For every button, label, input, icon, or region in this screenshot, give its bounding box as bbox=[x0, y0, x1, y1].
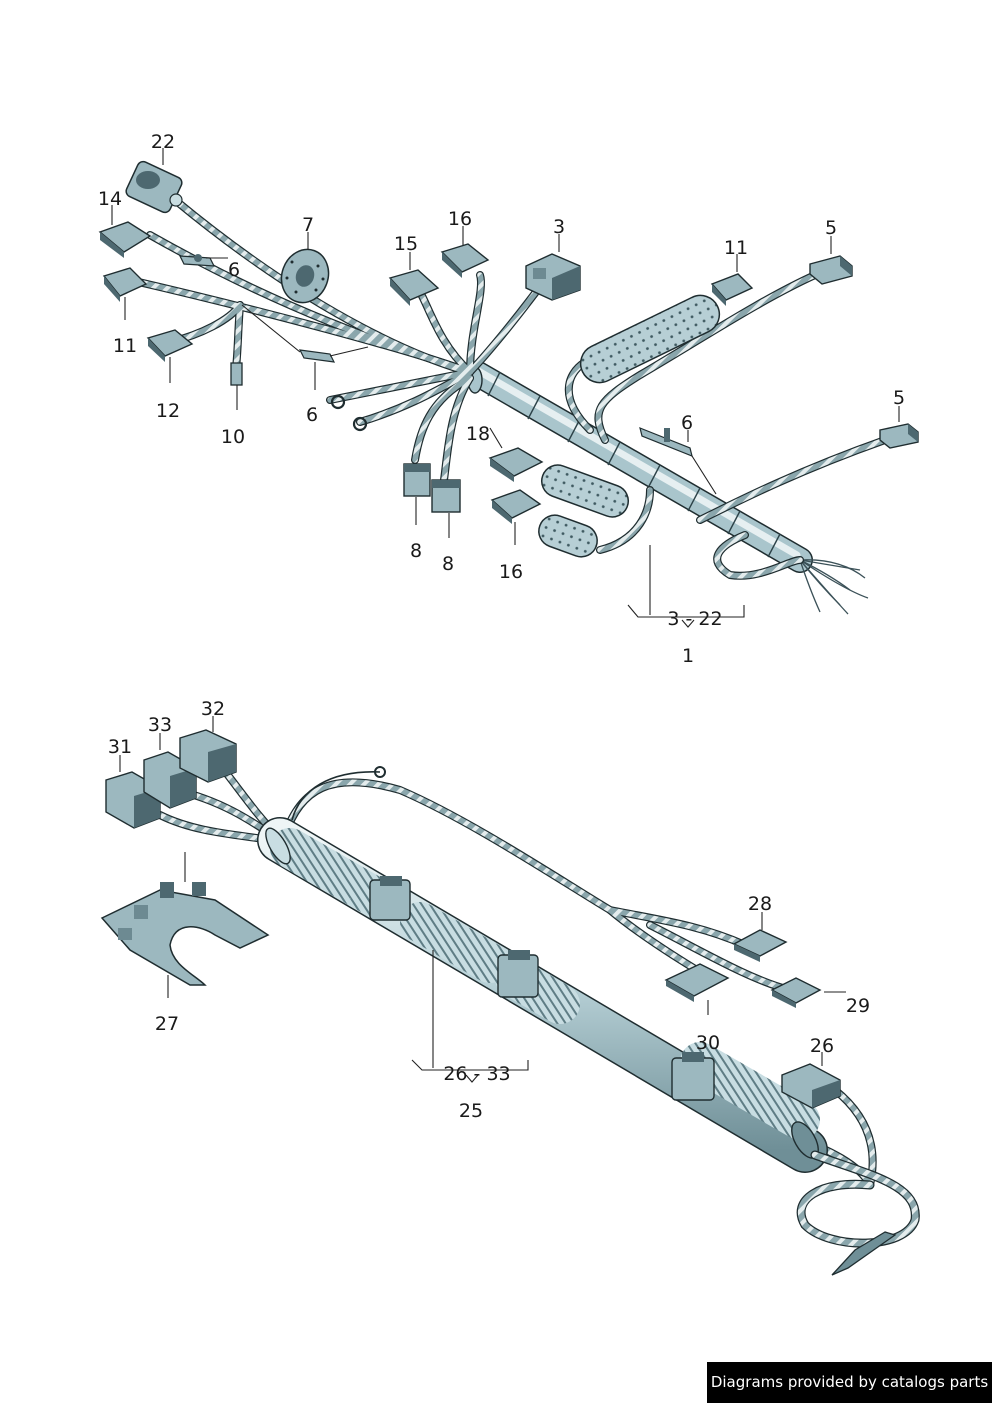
callout-14: 14 bbox=[98, 188, 122, 210]
leader-lines-upper bbox=[111, 148, 900, 628]
ring-terminals bbox=[330, 394, 368, 432]
grommet-7 bbox=[280, 248, 330, 304]
connector-14 bbox=[98, 221, 152, 258]
connector-8-right bbox=[431, 479, 461, 513]
assembly-number-25: 25 bbox=[459, 1100, 483, 1122]
connector-16-top bbox=[440, 243, 490, 278]
callout-15: 15 bbox=[394, 233, 418, 255]
terminal-10 bbox=[230, 362, 243, 386]
connector-30 bbox=[664, 963, 730, 1002]
callout-22: 22 bbox=[151, 131, 175, 153]
callout-31: 31 bbox=[108, 736, 132, 758]
credit-banner: Diagrams provided by catalogs parts bbox=[707, 1362, 992, 1403]
harness-assembly-25: 31 33 32 27 28 29 30 26 26 - 33 25 bbox=[100, 698, 920, 1276]
callout-11-left: 11 bbox=[113, 335, 137, 357]
connector-5-top bbox=[809, 255, 853, 285]
callout-8-right: 8 bbox=[442, 553, 454, 575]
callout-18: 18 bbox=[466, 423, 490, 445]
connector-16-bottom bbox=[490, 489, 542, 524]
connector-26 bbox=[781, 1063, 841, 1109]
callout-5-right: 5 bbox=[893, 387, 905, 409]
callout-26: 26 bbox=[810, 1035, 834, 1057]
mounting-bracket-27 bbox=[100, 882, 270, 986]
callout-16-bottom: 16 bbox=[499, 561, 523, 583]
callout-8-left: 8 bbox=[410, 540, 422, 562]
connector-3 bbox=[525, 253, 581, 301]
connector-11-left bbox=[102, 267, 148, 302]
callout-10: 10 bbox=[221, 426, 245, 448]
connector-22 bbox=[125, 160, 183, 214]
callout-7: 7 bbox=[302, 214, 314, 236]
connector-32 bbox=[179, 729, 237, 783]
callout-16-top: 16 bbox=[448, 208, 472, 230]
harness-assembly-1: 22 14 7 6 11 12 10 6 15 16 3 11 5 5 6 18… bbox=[98, 131, 919, 667]
loose-wire-ends bbox=[799, 559, 869, 615]
callout-12: 12 bbox=[156, 400, 180, 422]
callout-6-right: 6 bbox=[681, 412, 693, 434]
connector-5-right bbox=[879, 423, 919, 449]
bracket-6-top bbox=[178, 254, 216, 267]
callout-30: 30 bbox=[696, 1032, 720, 1054]
clip-2 bbox=[497, 950, 539, 998]
callout-27: 27 bbox=[155, 1013, 179, 1035]
main-trunk-sleeve bbox=[465, 361, 813, 573]
callout-6-mid: 6 bbox=[306, 404, 318, 426]
connector-29 bbox=[770, 977, 822, 1008]
callouts-upper: 22 14 7 6 11 12 10 6 15 16 3 11 5 5 6 18… bbox=[98, 131, 905, 667]
callout-33: 33 bbox=[148, 714, 172, 736]
connector-11-right bbox=[710, 273, 754, 306]
connector-28 bbox=[732, 929, 788, 962]
bracket-6-mid bbox=[298, 349, 336, 363]
callout-32: 32 bbox=[201, 698, 225, 720]
main-conduit bbox=[257, 817, 828, 1173]
range-label-lower: 26 - 33 bbox=[443, 1063, 510, 1085]
callout-11-right: 11 bbox=[724, 237, 748, 259]
callout-28: 28 bbox=[748, 893, 772, 915]
connector-8-left bbox=[403, 463, 431, 497]
connector-18 bbox=[488, 447, 544, 482]
perforated-sleeves-upper bbox=[538, 294, 721, 558]
callout-5-top: 5 bbox=[825, 217, 837, 239]
connector-15 bbox=[388, 269, 440, 306]
callout-29: 29 bbox=[846, 995, 870, 1017]
connector-12 bbox=[146, 329, 194, 362]
callout-6-top: 6 bbox=[228, 259, 240, 281]
leader-lines-lower bbox=[119, 716, 846, 1083]
cable-loop bbox=[796, 1150, 920, 1276]
conduit-clips bbox=[369, 876, 715, 1101]
callouts-lower: 31 33 32 27 28 29 30 26 26 - 33 25 bbox=[108, 698, 870, 1122]
clip-3 bbox=[671, 1052, 715, 1101]
callout-3: 3 bbox=[553, 216, 565, 238]
assembly-number-1: 1 bbox=[682, 645, 694, 667]
clip-1 bbox=[369, 876, 411, 921]
range-label-upper: 3 - 22 bbox=[667, 608, 722, 630]
